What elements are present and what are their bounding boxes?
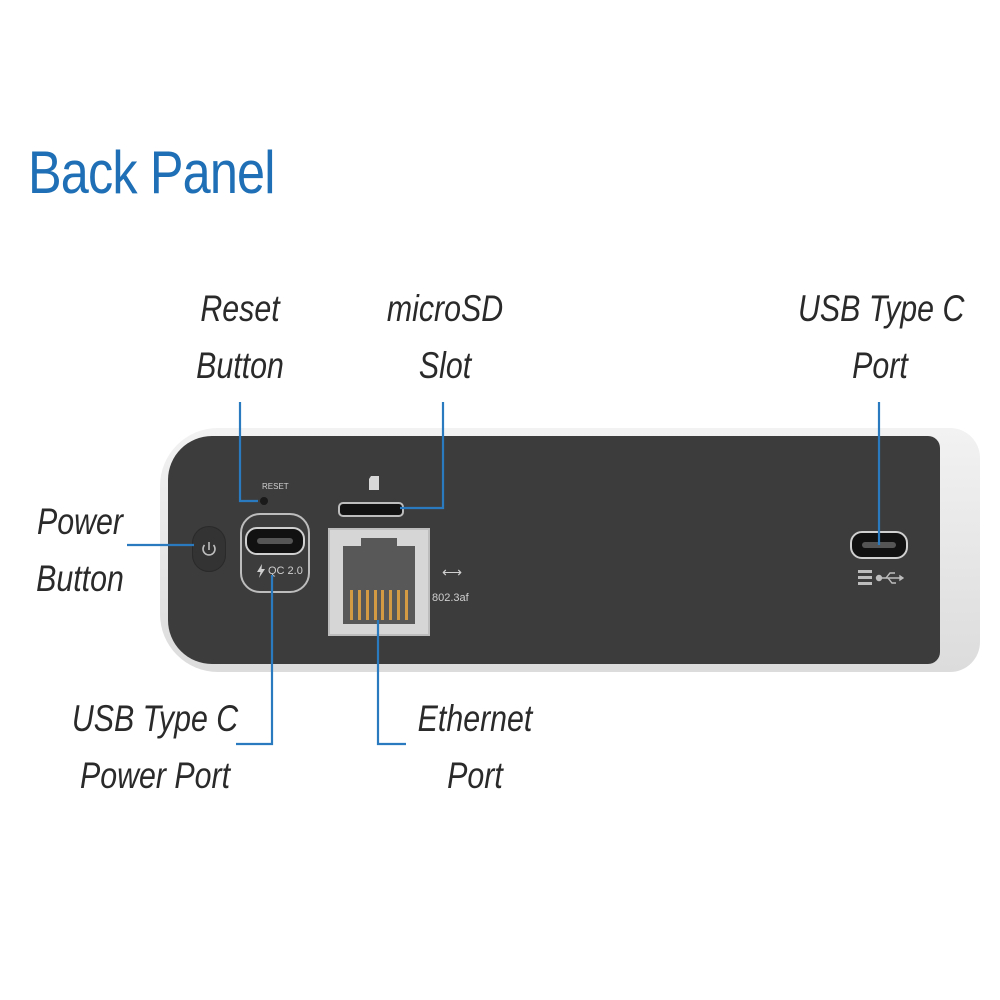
qc-marking: QC 2.0 (268, 565, 303, 577)
sd-card-icon (369, 476, 379, 490)
power-button (192, 526, 226, 572)
leader-usb-c-power (236, 575, 274, 746)
usb-c-power-port (245, 527, 305, 555)
label-power-button: Power Button (36, 501, 124, 599)
ethernet-port (343, 546, 415, 624)
leader-reset (238, 402, 258, 503)
lightning-icon (257, 564, 265, 578)
poe-marking: 802.3af (432, 592, 469, 604)
ethernet-link-icon: ⟷ (442, 564, 463, 580)
usb-c-power-frame (240, 513, 310, 593)
leader-microsd (400, 402, 445, 510)
label-microsd-slot: microSD Slot (386, 288, 504, 386)
page-title: Back Panel (28, 139, 275, 206)
leader-ethernet (376, 620, 406, 746)
label-usb-type-c-power-port: USB Type C Power Port (71, 698, 239, 796)
power-icon (202, 542, 216, 556)
reset-marking: RESET (262, 482, 289, 491)
label-ethernet-port: Ethernet Port (417, 698, 533, 796)
label-reset-button: Reset Button (196, 288, 284, 386)
usb-icon (858, 570, 904, 585)
ethernet-pins (350, 590, 408, 620)
reset-button (260, 497, 268, 505)
label-usb-type-c-port: USB Type C Port (798, 288, 965, 386)
microsd-slot (338, 502, 404, 517)
